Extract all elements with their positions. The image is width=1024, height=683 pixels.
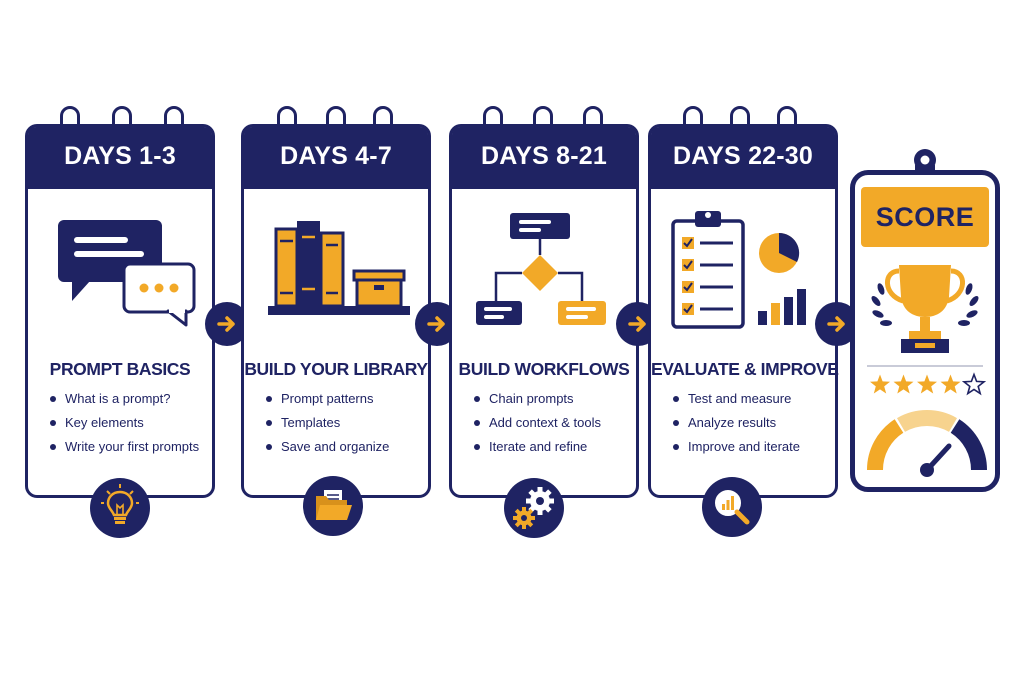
magnifier-chart-icon: [715, 490, 750, 525]
star-filled-icon: [893, 374, 914, 394]
stage-title: BUILD WORKFLOWS: [458, 359, 630, 379]
star-rating: [870, 372, 987, 396]
list-item: Write your first prompts: [50, 439, 199, 463]
stage-card-3: DAYS 8-21 BUILD WORKFLOWS Chain prompts …: [449, 124, 639, 498]
stage-title: EVALUATE & IMPROVE: [651, 359, 839, 379]
bookshelf-icon: [268, 221, 410, 315]
list-item: What is a prompt?: [50, 391, 199, 415]
badge-lightbulb: [90, 478, 150, 538]
stage-card-2: DAYS 4-7 BUILD YOUR LIBRARY Prompt patte…: [241, 124, 431, 498]
gears-icon: [513, 487, 554, 529]
stage-card-1: DAYS 1-3 PROMPT BASICS What is a prompt?…: [25, 124, 215, 498]
stage-header-text: DAYS 4-7: [280, 142, 392, 170]
folder-icon: [316, 490, 352, 520]
stage-title: PROMPT BASICS: [49, 359, 191, 379]
star-filled-icon: [940, 374, 961, 394]
score-header: SCORE: [861, 187, 989, 247]
score-divider: [867, 365, 983, 367]
list-item: Analyze results: [673, 415, 800, 439]
list-item: Prompt patterns: [266, 391, 389, 415]
stage-card-4: DAYS 22-30 EVALUATE & IMPROVE: [648, 124, 839, 498]
stage-header: DAYS 22-30: [651, 127, 835, 189]
list-item: Save and organize: [266, 439, 389, 463]
score-header-text: SCORE: [875, 202, 975, 232]
stage-bullet-list: Prompt patterns Templates Save and organ…: [266, 391, 389, 463]
lightbulb-icon: [101, 484, 139, 524]
speedometer-icon: [866, 410, 988, 477]
stage-bullet-list: Chain prompts Add context & tools Iterat…: [474, 391, 601, 463]
stage-bullet-list: What is a prompt? Key elements Write you…: [50, 391, 199, 463]
chat-bubbles-icon: [58, 220, 196, 327]
badge-gears: [504, 478, 564, 538]
star-empty-icon: [961, 372, 987, 396]
badge-magnifier: [702, 477, 762, 537]
stage-header-text: DAYS 8-21: [481, 142, 607, 170]
list-item: Add context & tools: [474, 415, 601, 439]
star-filled-icon: [917, 374, 937, 394]
checklist-chart-icon: [671, 211, 806, 329]
list-item: Chain prompts: [474, 391, 601, 415]
list-item: Test and measure: [673, 391, 800, 415]
stage-title: BUILD YOUR LIBRARY: [244, 359, 428, 379]
list-item: Improve and iterate: [673, 439, 800, 463]
stage-header: DAYS 1-3: [28, 127, 212, 189]
score-card: SCORE: [850, 170, 1000, 492]
list-item: Key elements: [50, 415, 199, 439]
stage-bullet-list: Test and measure Analyze results Improve…: [673, 391, 800, 463]
flowchart-icon: [476, 213, 606, 325]
stage-header-text: DAYS 22-30: [672, 142, 814, 170]
list-item: Iterate and refine: [474, 439, 601, 463]
stage-header-text: DAYS 1-3: [64, 142, 176, 170]
star-filled-icon: [870, 374, 890, 394]
list-item: Templates: [266, 415, 389, 439]
trophy-icon: [871, 265, 979, 353]
badge-folder: [303, 476, 363, 536]
stage-header: DAYS 8-21: [452, 127, 636, 189]
stage-header: DAYS 4-7: [244, 127, 428, 189]
